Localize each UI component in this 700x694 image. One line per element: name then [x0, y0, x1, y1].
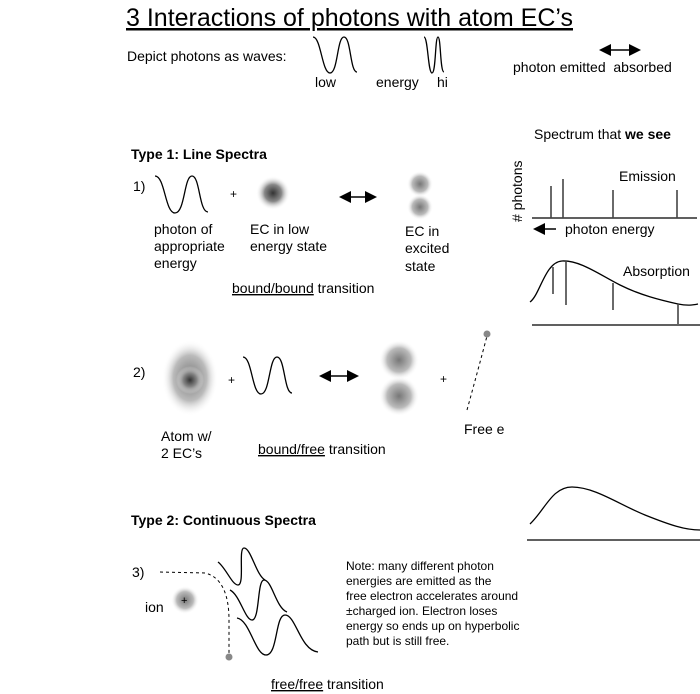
note-text: Note: many different photon energies are… — [346, 559, 519, 648]
ion-blob-icon — [171, 586, 199, 614]
emission-label: Emission — [619, 168, 676, 184]
absorption-label: Absorption — [623, 263, 690, 279]
high-energy-wave-icon — [423, 36, 445, 74]
bound-free-transition: bound/free transition — [258, 441, 386, 457]
ec-low-caption-1: EC in low — [250, 221, 310, 237]
ec-excited-caption-1: EC in — [405, 223, 439, 239]
electron-dot-icon — [225, 653, 233, 661]
note-line: path but is still free. — [346, 634, 449, 648]
note-line: energy so ends up on hyperbolic — [346, 619, 519, 633]
transition-type: free/free — [271, 676, 323, 692]
energy-label: energy — [376, 74, 419, 90]
free-free-transition: free/free transition — [271, 676, 384, 692]
photon-wave-icon — [154, 175, 209, 214]
photon-caption-2: appropriate — [154, 238, 225, 254]
type1-heading: Type 1: Line Spectra — [131, 146, 267, 162]
case3-number: 3) — [132, 564, 144, 580]
transition-type: bound/free — [258, 441, 325, 457]
bound-bound-transition: bound/bound transition — [232, 280, 374, 296]
absorption-curve — [529, 260, 699, 306]
hi-label: hi — [437, 74, 448, 90]
atom-two-ec-blob-icon — [162, 340, 218, 416]
ec-excited-caption-3: state — [405, 258, 436, 274]
x-axis-label: photon energy — [565, 221, 655, 237]
note-line: free electron accelerates around — [346, 589, 518, 603]
transition-word: transition — [325, 441, 386, 457]
emitted-photon-wave-icon — [236, 614, 319, 656]
low-label: low — [315, 74, 337, 90]
atom-caption-1: Atom w/ — [161, 428, 212, 444]
spectrum-heading: Spectrum that we see — [534, 126, 671, 142]
spectrum-heading-plain: Spectrum that — [534, 126, 625, 142]
transition-type: bound/bound — [232, 280, 314, 296]
ec-low-blob-icon — [256, 176, 290, 210]
spectrum-heading-bold: we see — [624, 126, 671, 142]
emitted-photon-wave-icon — [229, 579, 288, 621]
note-line: energies are emitted as the — [346, 574, 492, 588]
ion-charge: + — [181, 595, 187, 607]
continuous-curve — [529, 486, 700, 531]
free-electron-dot-icon — [483, 330, 491, 338]
plus-sign: + — [230, 187, 237, 201]
plus-sign: + — [440, 372, 447, 386]
free-electron-path-icon — [466, 335, 488, 411]
excited-atom-blob-icon — [379, 340, 419, 416]
type2-heading: Type 2: Continuous Spectra — [131, 512, 316, 528]
ec-excited-caption-2: excited — [405, 240, 449, 256]
atom-caption-2: 2 EC’s — [161, 445, 202, 461]
y-axis-label: # photons — [509, 161, 525, 223]
photon-wave-icon — [242, 356, 293, 395]
case1-number: 1) — [133, 178, 145, 194]
electron-path-icon — [159, 571, 230, 655]
ec-low-caption-2: energy state — [250, 238, 327, 254]
photon-caption-1: photon of — [154, 221, 212, 237]
note-line: ±charged ion. Electron loses — [346, 604, 497, 618]
free-e-label: Free e — [464, 421, 505, 437]
photon-caption-3: energy — [154, 255, 197, 271]
page-title: 3 Interactions of photons with atom EC’s — [126, 4, 573, 32]
ec-excited-blob-icon — [407, 171, 433, 220]
low-energy-wave-icon — [312, 36, 358, 74]
ion-label: ion — [145, 599, 164, 615]
note-line: Note: many different photon — [346, 559, 494, 573]
arrow-legend-label: photon emitted absorbed — [513, 59, 672, 75]
plus-sign: + — [228, 373, 235, 387]
case2-number: 2) — [133, 364, 145, 380]
depict-label: Depict photons as waves: — [127, 48, 287, 64]
transition-word: transition — [314, 280, 375, 296]
transition-word: transition — [323, 676, 384, 692]
emitted-photon-wave-icon — [217, 547, 266, 586]
